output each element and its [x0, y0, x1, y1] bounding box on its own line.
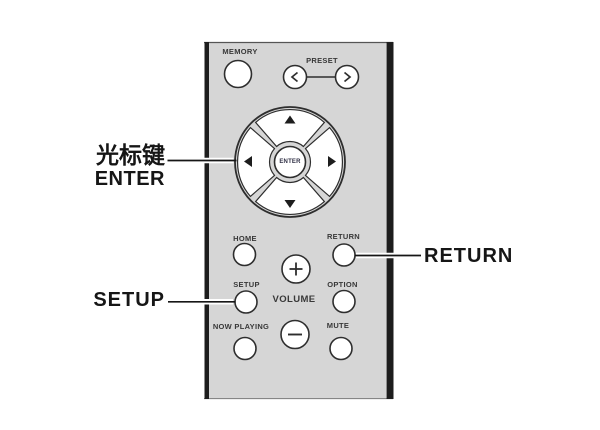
triangle-right-icon: [328, 156, 336, 167]
triangle-left-icon: [244, 156, 252, 167]
preset-right-button: [334, 64, 360, 90]
callout-enter: ENTER: [94, 168, 165, 190]
option-button-label: OPTION: [327, 280, 358, 289]
triangle-down-icon: [284, 200, 296, 208]
callout-return: RETURN: [424, 245, 514, 267]
return-button-label: RETURN: [326, 232, 361, 241]
setup-button: [234, 290, 258, 314]
memory-button-label: MEMORY: [222, 46, 258, 56]
triangle-up-icon: [284, 115, 296, 124]
enter-button-label: ENTER: [279, 158, 301, 165]
mute-button-label: MUTE: [326, 321, 350, 330]
mute-button: [329, 336, 353, 361]
remote-left-edge-bar: [204, 42, 209, 399]
now-playing-button: [233, 336, 257, 361]
cursor-right-button: [304, 126, 343, 198]
home-button: [232, 242, 257, 267]
memory-button: [223, 59, 253, 89]
home-button-label: HOME: [233, 233, 257, 243]
return-button: [332, 243, 356, 267]
now-playing-button-label: NOW PLAYING: [212, 321, 270, 331]
cursor-left-button: [237, 126, 276, 198]
preset-left-button: [282, 64, 308, 90]
callout-setup: SETUP: [93, 289, 165, 311]
option-button: [332, 289, 356, 314]
enter-button: [273, 145, 307, 179]
cursor-up-button: [254, 109, 326, 148]
remote-right-edge-bar: [386, 42, 394, 399]
preset-button-label: PRESET: [306, 55, 338, 65]
chevron-right-icon: [343, 71, 352, 83]
volume-label: VOLUME: [272, 294, 316, 305]
cursor-down-button: [254, 176, 326, 215]
callout-cursor-keys: 光标键: [96, 142, 165, 168]
setup-button-label: SETUP: [233, 279, 260, 289]
chevron-left-icon: [290, 71, 299, 83]
